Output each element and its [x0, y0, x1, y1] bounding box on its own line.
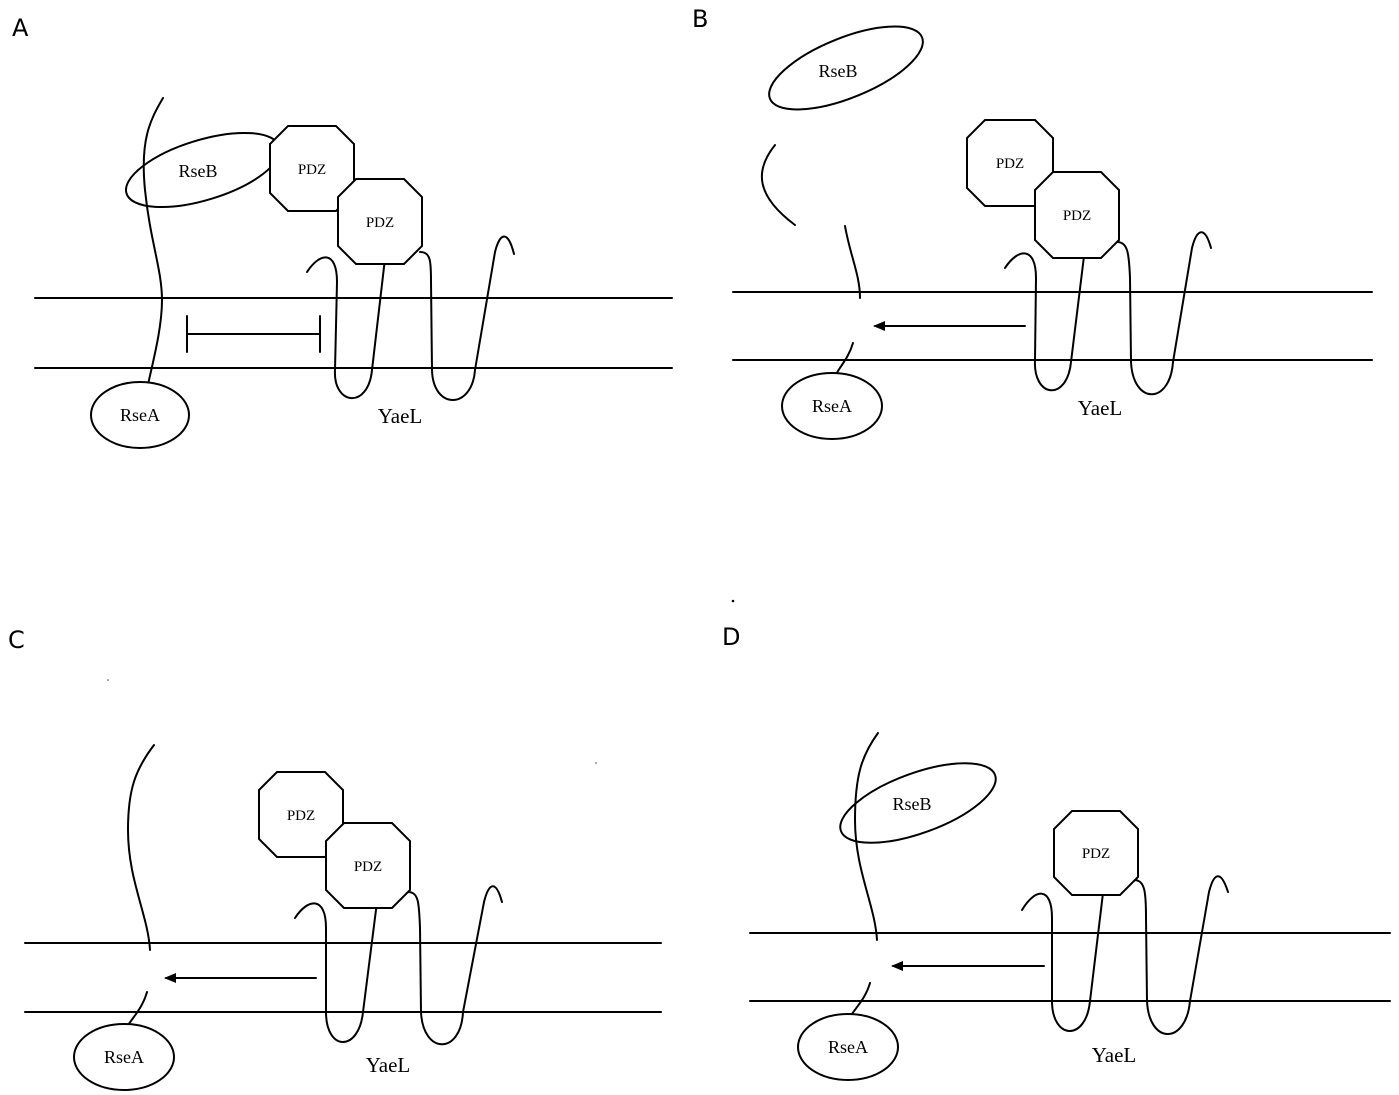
yael-label: YaeL [1092, 1043, 1137, 1067]
rsea-label: RseA [828, 1037, 868, 1057]
speck [731, 599, 735, 603]
yael-label: YaeL [1078, 396, 1123, 420]
panel-letter-c: C [8, 626, 25, 654]
yael-label: YaeL [378, 404, 423, 428]
yael-protease [294, 885, 503, 1046]
pdz-domain-1 [269, 125, 355, 212]
pdz-domain-2 [1034, 171, 1120, 259]
rseb-label: RseB [178, 161, 217, 181]
yael-protease [1004, 231, 1212, 396]
rsea-chain-periplasmic [844, 225, 861, 299]
panel-b: B RseB RseA PDZ PDZ YaeL [692, 5, 1373, 440]
rsea-chain-periplasmic [127, 744, 155, 951]
pdz-domain-1 [1053, 810, 1139, 896]
rsea-domain [90, 381, 190, 449]
rsea-label: RseA [812, 396, 852, 416]
pdz-label-1: PDZ [1082, 846, 1110, 862]
speck [107, 679, 109, 681]
rsea-domain [73, 1023, 175, 1091]
pdz-label-1: PDZ [298, 162, 326, 178]
rsea-chain [142, 97, 164, 399]
inhibition-bar [186, 315, 321, 353]
rsea-domain [797, 1013, 899, 1081]
panel-d: D RseA RseB PDZ YaeL [722, 623, 1391, 1081]
rsea-label: RseA [104, 1047, 144, 1067]
pdz-label-2: PDZ [1063, 208, 1091, 224]
pdz-label-2: PDZ [366, 215, 394, 231]
pdz-domain-2 [337, 178, 423, 265]
pdz-label-2: PDZ [354, 859, 382, 875]
rsea-chain-periplasmic [854, 732, 879, 941]
speck [595, 762, 597, 764]
yael-protease [1021, 875, 1229, 1035]
pdz-label-1: PDZ [996, 156, 1024, 172]
rsea-domain [781, 372, 883, 440]
yael-protease [306, 235, 515, 401]
rsea-label: RseA [120, 405, 160, 425]
rseb-protein [768, 25, 924, 111]
panel-a: A RseA RseB PDZ PDZ YaeL [12, 14, 673, 449]
rseb-label: RseB [818, 61, 857, 81]
rseb-protein [839, 762, 997, 844]
rseb-label: RseB [892, 794, 931, 814]
pdz-label-1: PDZ [287, 808, 315, 824]
panel-c: C RseA PDZ PDZ YaeL [8, 626, 662, 1091]
panel-letter-d: D [722, 623, 740, 651]
panel-letter-a: A [12, 14, 29, 42]
pdz-domain-2 [325, 822, 411, 909]
panel-letter-b: B [692, 5, 708, 33]
rsea-released-fragment [761, 144, 796, 226]
yael-label: YaeL [366, 1053, 411, 1077]
